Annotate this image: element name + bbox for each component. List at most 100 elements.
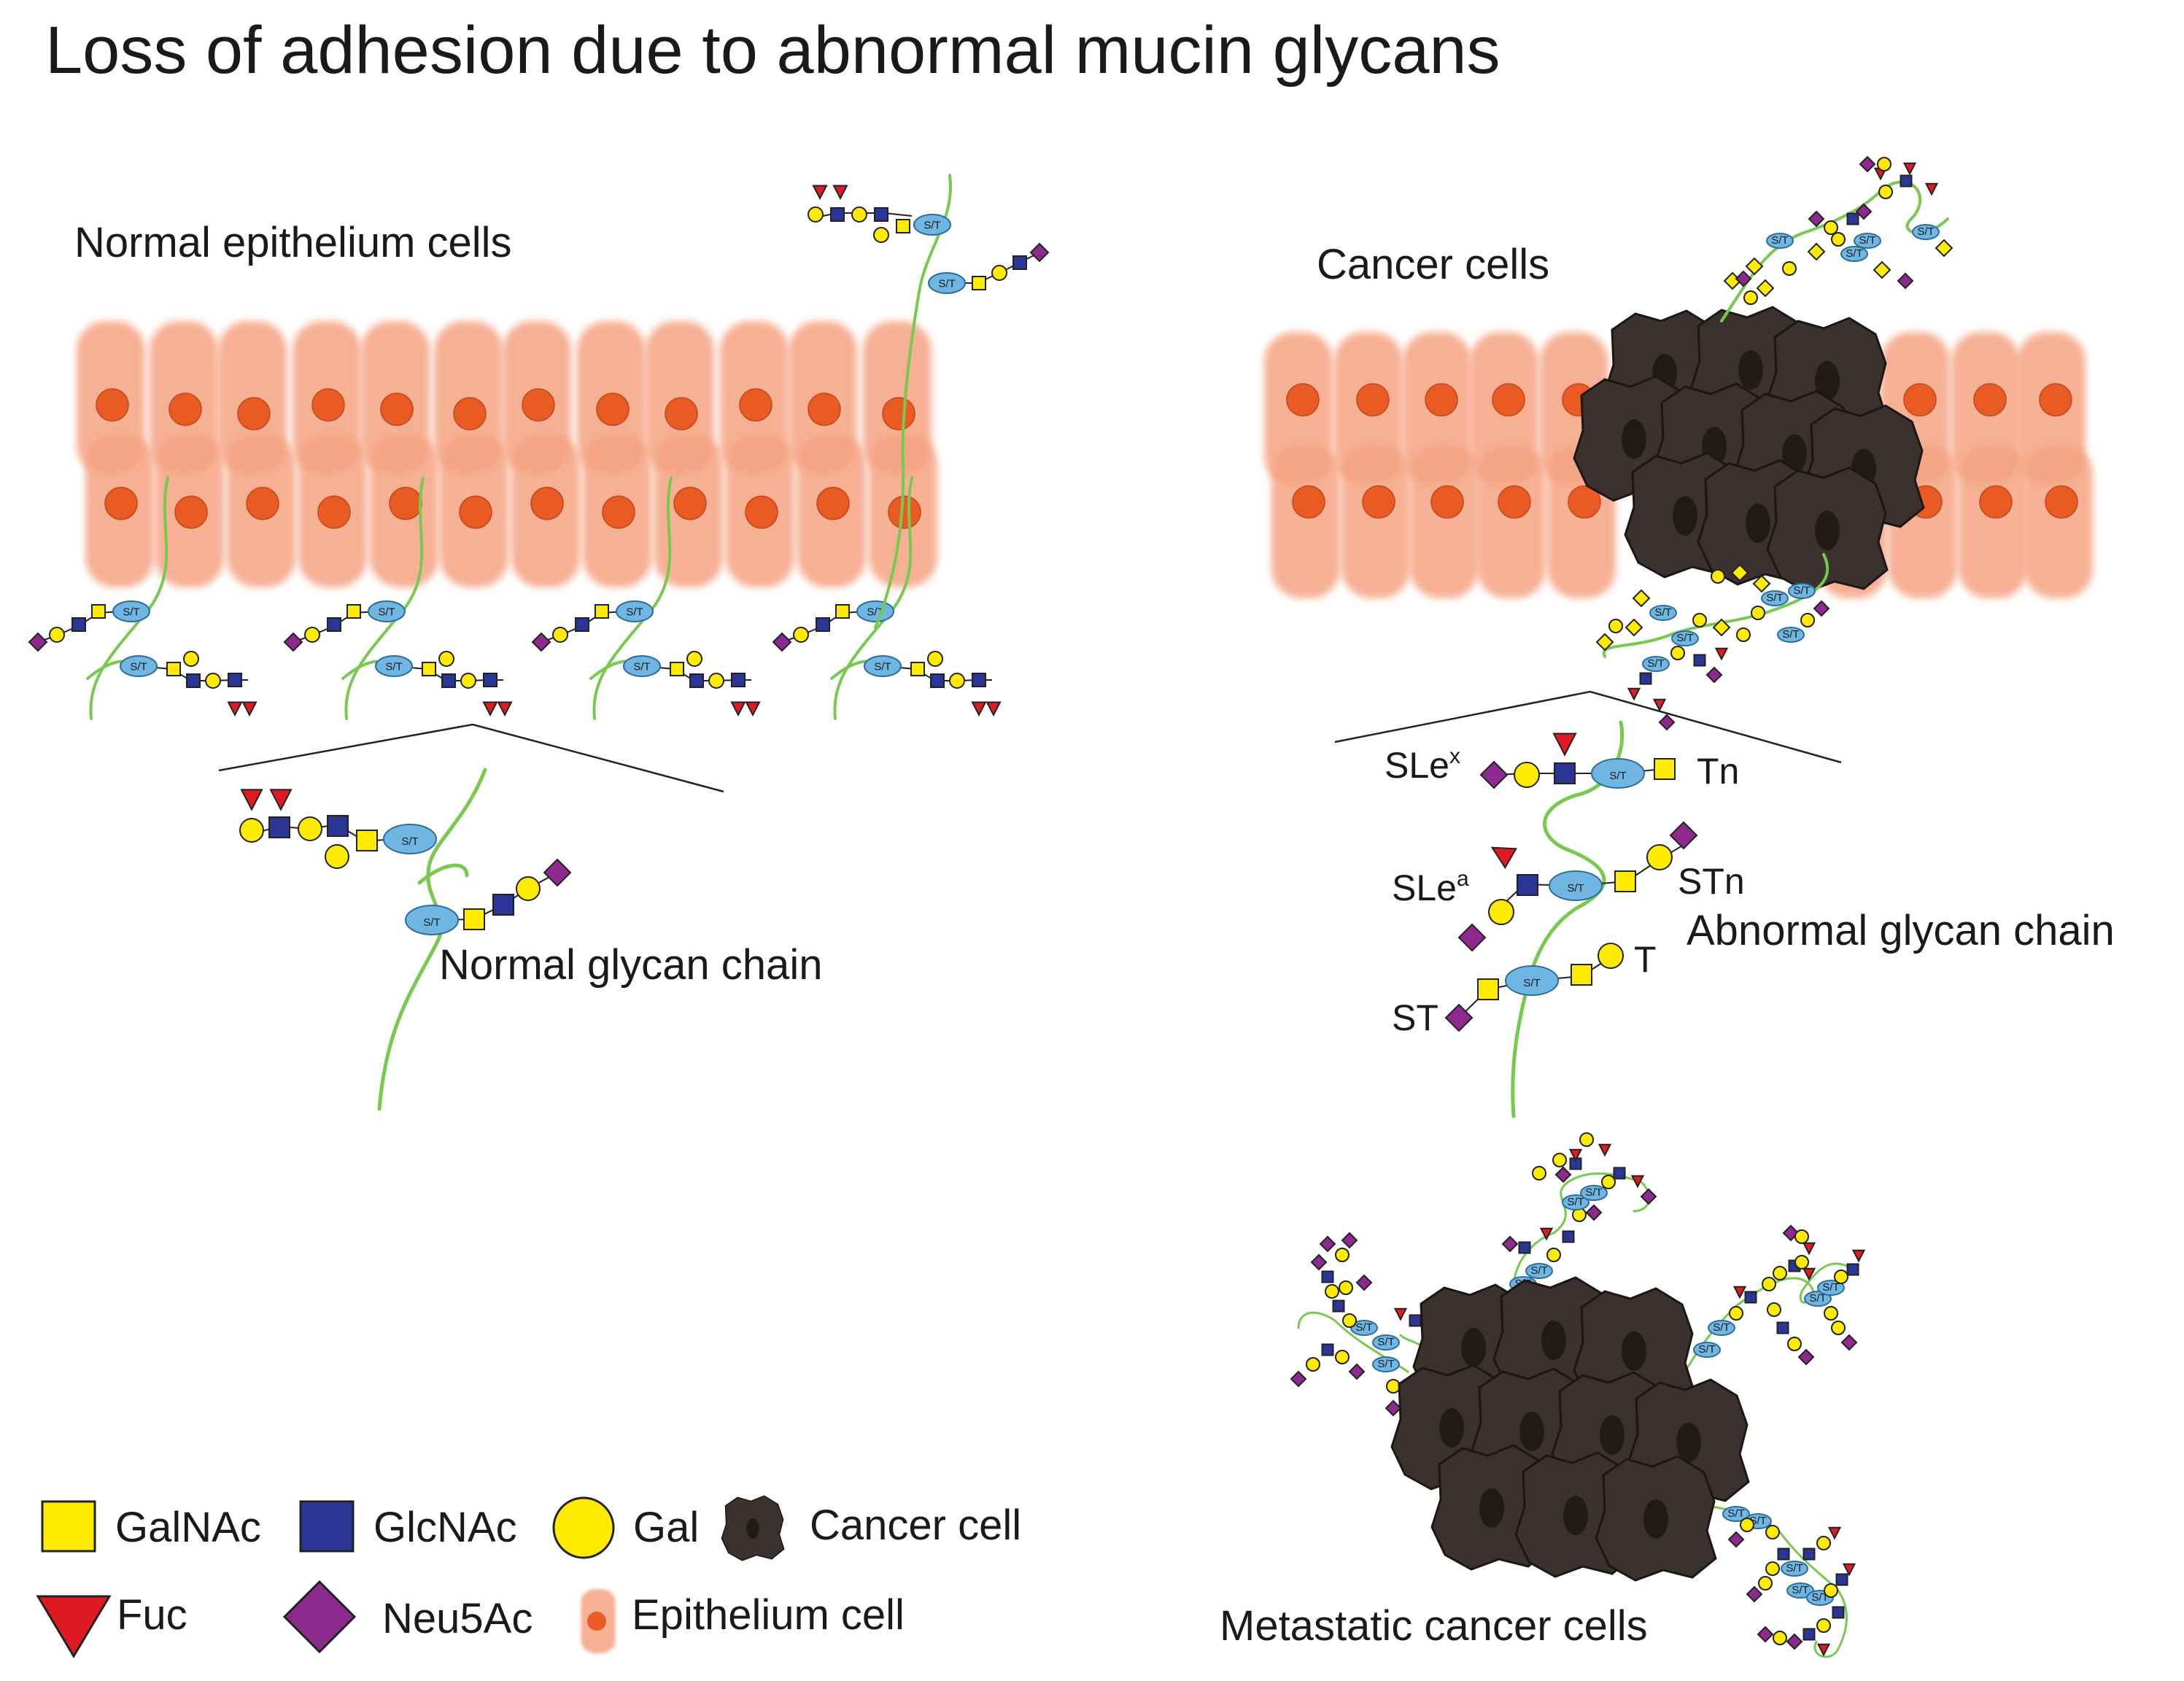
glcnac-icon [1518,1241,1531,1254]
st-site: S/T [1766,233,1794,249]
galnac-icon [356,830,378,851]
gal-icon [1767,1302,1781,1317]
st-site: S/T [1840,246,1868,262]
label-normal-cells: Normal epithelium cells [74,219,512,266]
st-site: S/T [928,272,966,294]
gal-icon [708,673,724,689]
glcnac-icon [1517,874,1538,896]
normal-glycan-unit: S/TS/T [531,476,761,720]
svg-text:S/T: S/T [626,606,643,619]
gal-icon [1816,1536,1831,1550]
fuc-icon [36,1595,112,1658]
nucleus [169,393,202,426]
glcnac-icon [327,815,349,837]
svg-text:S/T: S/T [1786,1562,1802,1574]
svg-text:S/T: S/T [1917,225,1934,238]
legend-gal-label: Gal [633,1504,699,1551]
neu5ac-icon [1310,1253,1328,1271]
gal-icon [304,627,320,643]
gal-icon [1670,646,1685,660]
galnac-icon [346,604,361,619]
gal-icon [1794,1229,1809,1244]
nucleus [1362,485,1395,519]
gal-icon [1514,762,1540,788]
svg-text:S/T: S/T [1585,1186,1602,1199]
svg-text:S/T: S/T [1766,592,1783,604]
galnac-icon [1614,870,1636,892]
metastatic-cell-cluster [1390,1276,1750,1582]
cancer-cell-cluster [1573,306,1925,593]
gal-icon [460,673,476,689]
glcnac-icon [1012,255,1027,270]
neu5ac-icon [1746,1585,1763,1603]
neu5ac-icon [1585,1204,1603,1221]
neu5ac-icon [1873,260,1891,279]
glcnac-icon [575,617,589,632]
legend-epithelium-label: Epithelium cell [632,1591,905,1639]
neu5ac-icon [1640,1188,1657,1205]
glcnac-icon [1846,1263,1859,1276]
fuc-icon [985,701,1002,717]
fuc-icon [497,701,513,717]
gal-icon [1758,1576,1773,1591]
galnac-icon [910,662,925,676]
metastatic-glycans: S/TS/TS/TS/TS/TS/TS/TS/TS/TS/TS/TS/TS/TS… [1290,1132,1866,1658]
svg-text:S/T: S/T [423,916,440,929]
gal-icon [1335,1350,1349,1364]
neu5ac-icon [1807,242,1826,261]
label-slex: SLex [1385,744,1460,786]
gal-icon [438,651,454,667]
st-site: S/T [1372,1334,1400,1350]
fuc-icon [241,701,257,717]
fuc-icon [1924,182,1939,196]
nucleus [1492,383,1525,417]
fuc-icon [745,701,761,717]
galnac-icon [972,276,986,290]
nucleus [2039,383,2072,417]
svg-text:S/T: S/T [1355,1321,1372,1334]
gal-icon [1608,619,1623,633]
gal-icon [1306,1357,1320,1372]
epithelium-cell [1271,445,1340,598]
label-metastatic: Metastatic cancer cells [1220,1602,1648,1650]
nucleus [96,388,129,422]
nucleus [596,393,630,426]
glcnac-icon [1846,212,1859,225]
fuc-icon [482,701,498,717]
gal-icon [1579,1132,1594,1147]
glcnac-icon [972,673,986,687]
st-site: S/T [1781,1561,1808,1577]
glcnac-icon [830,207,845,222]
legend-glcnac-label: GlcNAc [373,1504,517,1551]
peptide-chain [1684,1262,1854,1373]
neu5ac-icon [1859,155,1876,173]
abnormal-glycans-top: S/TS/TS/TS/TS/TS/TS/TS/TS/TS/T [1595,155,1953,731]
nucleus [311,388,345,422]
neu5ac-icon [1501,1235,1519,1253]
glcnac-icon [1693,654,1706,667]
zoom-lines-cancer [1334,690,1842,764]
fuc-icon [1393,1307,1408,1321]
st-site: S/T [1505,965,1559,996]
gal-icon [793,627,809,643]
fuc-icon [1598,1143,1612,1157]
neu5ac-icon [1786,1633,1803,1650]
gal-icon [1816,1618,1831,1633]
fuc-icon [1902,162,1917,176]
gal-icon [1824,1306,1838,1321]
neu5ac-icon [1712,618,1731,637]
cancer-cell [1595,1455,1717,1582]
st-site: S/T [1671,630,1699,646]
neu5ac-icon [1290,1370,1307,1388]
glycan-chains: S/TS/TS/TS/TS/TS/TS/TS/TS/TS/TS/TS/TS/TS… [28,155,1953,1658]
glcnac-icon [1321,1270,1334,1283]
glcnac-icon [1332,1299,1345,1313]
nucleus-icon [587,1612,606,1631]
svg-text:S/T: S/T [1822,1281,1839,1294]
epithelium-cell [1341,445,1410,598]
fuc-icon [1568,1148,1583,1162]
st-site: S/T [120,655,158,677]
fuc-icon [1630,1175,1645,1189]
st-site: S/T [405,905,459,935]
gal-icon [1831,232,1846,247]
